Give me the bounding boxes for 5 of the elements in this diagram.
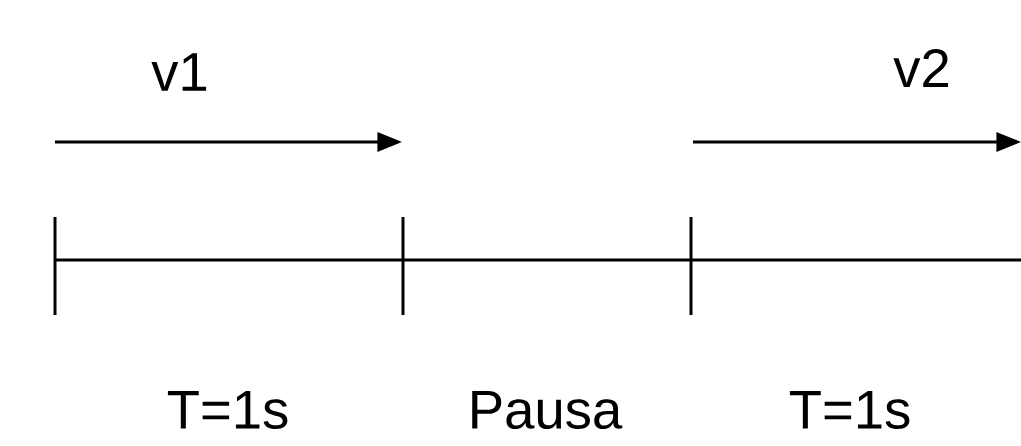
label: T=1s	[167, 391, 288, 429]
label: v1	[151, 53, 207, 91]
label: v2	[893, 49, 949, 87]
label: Pausa	[472, 391, 623, 429]
label: T=1s	[789, 391, 910, 429]
